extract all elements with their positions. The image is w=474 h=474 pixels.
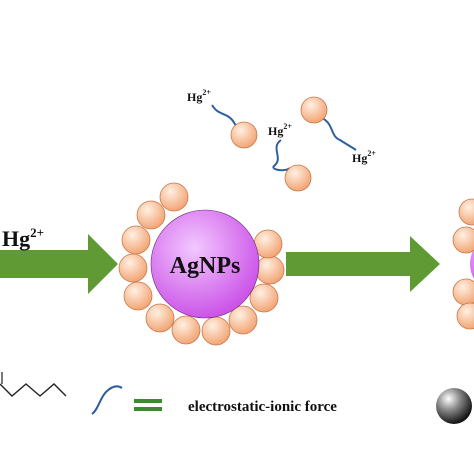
tether-3 [321,117,357,151]
agnp-label: AgNPs [170,253,241,279]
left-arrow-icon [0,234,118,294]
free-bead-1 [230,121,258,149]
surface-bead-6 [145,303,175,333]
legend-force-label: electrostatic-ionic force [188,399,337,415]
surface-bead-11 [255,255,285,285]
partial-bead-bottom [456,302,474,330]
surface-bead-8 [201,316,231,346]
surface-bead-2 [136,200,166,230]
partial-bead-mid [452,226,474,254]
free-bead-2 [284,164,312,192]
right-arrow-icon [286,236,440,292]
surface-bead-3 [121,225,151,255]
surface-bead-10 [249,283,279,313]
black-sphere-icon [436,388,472,424]
equals-bars-icon [134,399,162,411]
agnp-core [150,209,260,319]
free-ion-3-label: Hg2+ [352,149,376,165]
tether-2 [272,139,291,172]
partial-bead-top [458,198,474,226]
partial-product-core [470,249,474,279]
surface-bead-4 [118,253,148,283]
partial-bead-low [452,278,474,306]
free-bead-3 [300,96,328,124]
surface-bead-5 [123,281,153,311]
surface-bead-9 [228,305,258,335]
surface-bead-1 [159,182,189,212]
free-ion-2-label: Hg2+ [268,122,292,138]
alkyl-chain-icon [0,383,67,397]
left-ion-label: Hg2+ [2,225,44,251]
tether-1 [211,104,237,127]
tether-curve-icon [91,385,123,415]
surface-bead-7 [171,315,201,345]
free-ion-1-label: Hg2+ [187,88,211,104]
surface-bead-group [118,182,285,346]
